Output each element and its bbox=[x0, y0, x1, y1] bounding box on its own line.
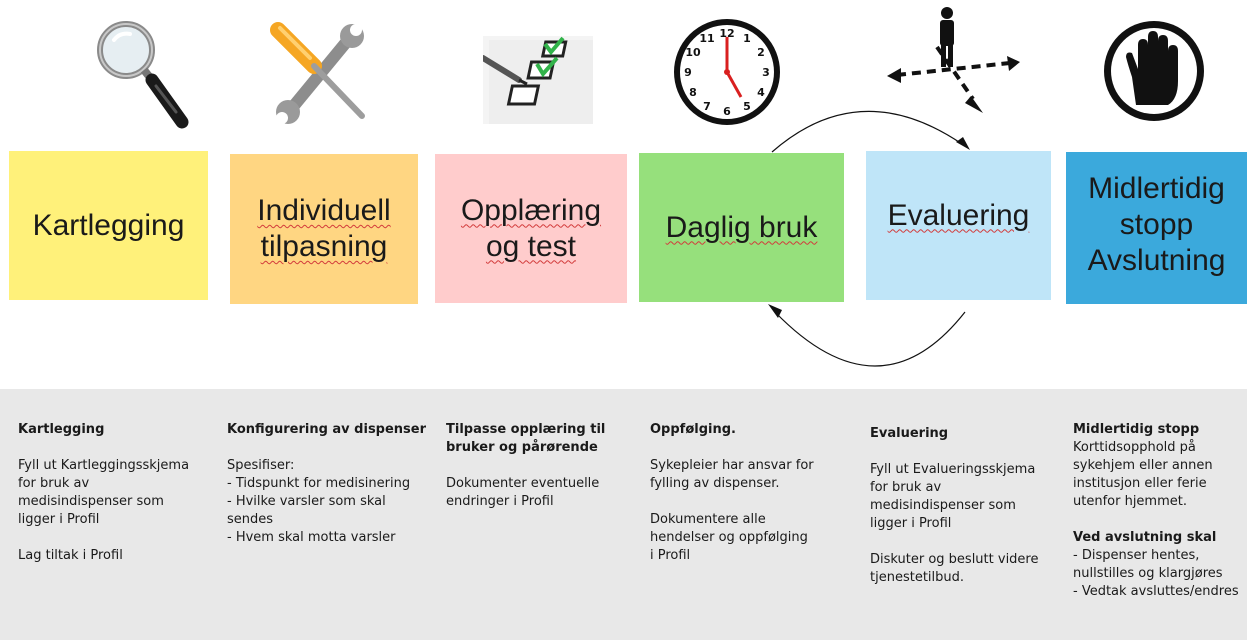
cycle-arrow-top-head bbox=[956, 137, 970, 150]
detail-text: Fyll ut Kartleggingsskjema for bruk av m… bbox=[18, 458, 190, 563]
clock-icon: 12 1 2 3 4 5 6 7 8 9 10 11 bbox=[674, 19, 780, 125]
detail-heading: Oppfølging. bbox=[650, 422, 736, 437]
stage-label: Daglig bruk bbox=[665, 210, 818, 244]
magnifier-icon bbox=[97, 21, 189, 129]
stage-label: Evaluering bbox=[887, 198, 1030, 232]
details-panel: Kartlegging Fyll ut Kartleggingsskjema f… bbox=[0, 389, 1247, 640]
stage-kartlegging: Kartlegging bbox=[9, 151, 208, 300]
stop-hand-icon bbox=[1104, 21, 1204, 121]
stage-evaluering: Evaluering bbox=[866, 151, 1051, 300]
stage-label: Midlertidig stopp Avslutning bbox=[1087, 172, 1226, 277]
clock-number: 9 bbox=[684, 66, 692, 79]
detail-heading-avslutning: Ved avslutning skal bbox=[1073, 530, 1217, 545]
detail-heading: Kartlegging bbox=[18, 422, 105, 437]
detail-heading: Evaluering bbox=[870, 426, 949, 441]
checklist-icon bbox=[483, 36, 593, 124]
clock-number: 7 bbox=[703, 100, 711, 113]
clock-number: 4 bbox=[757, 86, 765, 99]
cycle-arrow-bottom-head bbox=[768, 304, 782, 318]
stage-individuell-tilpasning: Individuell tilpasning bbox=[230, 154, 418, 304]
crossroads-icon bbox=[887, 7, 1020, 113]
detail-kartlegging: Kartlegging Fyll ut Kartleggingsskjema f… bbox=[18, 421, 218, 565]
detail-text: Dokumenter eventuelle endringer i Profil bbox=[446, 476, 600, 509]
detail-midlertidig-stopp: Midlertidig stopp Korttidsopphold på syk… bbox=[1073, 421, 1247, 601]
detail-oppfolging: Oppfølging. Sykepleier har ansvar for fy… bbox=[650, 421, 850, 565]
clock-number: 3 bbox=[762, 66, 770, 79]
detail-text: Sykepleier har ansvar for fylling av dis… bbox=[650, 458, 814, 563]
clock-number: 12 bbox=[719, 27, 734, 40]
detail-text: Fyll ut Evalueringsskjema for bruk av me… bbox=[870, 462, 1039, 585]
detail-text-avslutning: - Dispenser hentes, nullstilles og klarg… bbox=[1073, 548, 1239, 599]
stage-label: Individuell tilpasning bbox=[257, 194, 391, 263]
clock-number: 6 bbox=[723, 105, 731, 118]
clock-number: 8 bbox=[689, 86, 697, 99]
cycle-arrow-bottom bbox=[774, 311, 966, 367]
detail-konfigurering: Konfigurering av dispenser Spesifiser: -… bbox=[227, 421, 437, 547]
cycle-arrows bbox=[768, 110, 970, 367]
detail-text: Spesifiser: - Tidspunkt for medisinering… bbox=[227, 458, 411, 545]
clock-number: 2 bbox=[757, 46, 765, 59]
detail-evaluering: Evaluering Fyll ut Evalueringsskjema for… bbox=[870, 425, 1065, 587]
detail-heading: Konfigurering av dispenser bbox=[227, 422, 427, 437]
cycle-arrow-top bbox=[771, 110, 963, 153]
stage-daglig-bruk: Daglig bruk bbox=[639, 153, 844, 302]
clock-number: 1 bbox=[743, 32, 751, 45]
detail-text: Korttidsopphold på sykehjem eller annen … bbox=[1073, 440, 1213, 509]
detail-tilpasse-opplaering: Tilpasse opplæring til bruker og pårøren… bbox=[446, 421, 636, 511]
detail-heading: Midlertidig stopp bbox=[1073, 422, 1200, 437]
detail-heading: Tilpasse opplæring til bruker og pårøren… bbox=[446, 422, 606, 455]
clock-number: 10 bbox=[685, 46, 701, 59]
tools-icon bbox=[270, 22, 365, 124]
stage-label: Opplæring og test bbox=[460, 193, 602, 263]
stage-opplaering: Opplæring og test bbox=[435, 154, 627, 303]
stage-label: Kartlegging bbox=[32, 208, 185, 242]
stage-avslutning: Midlertidig stopp Avslutning bbox=[1066, 152, 1247, 304]
clock-number: 5 bbox=[743, 100, 751, 113]
clock-number: 11 bbox=[699, 32, 714, 45]
